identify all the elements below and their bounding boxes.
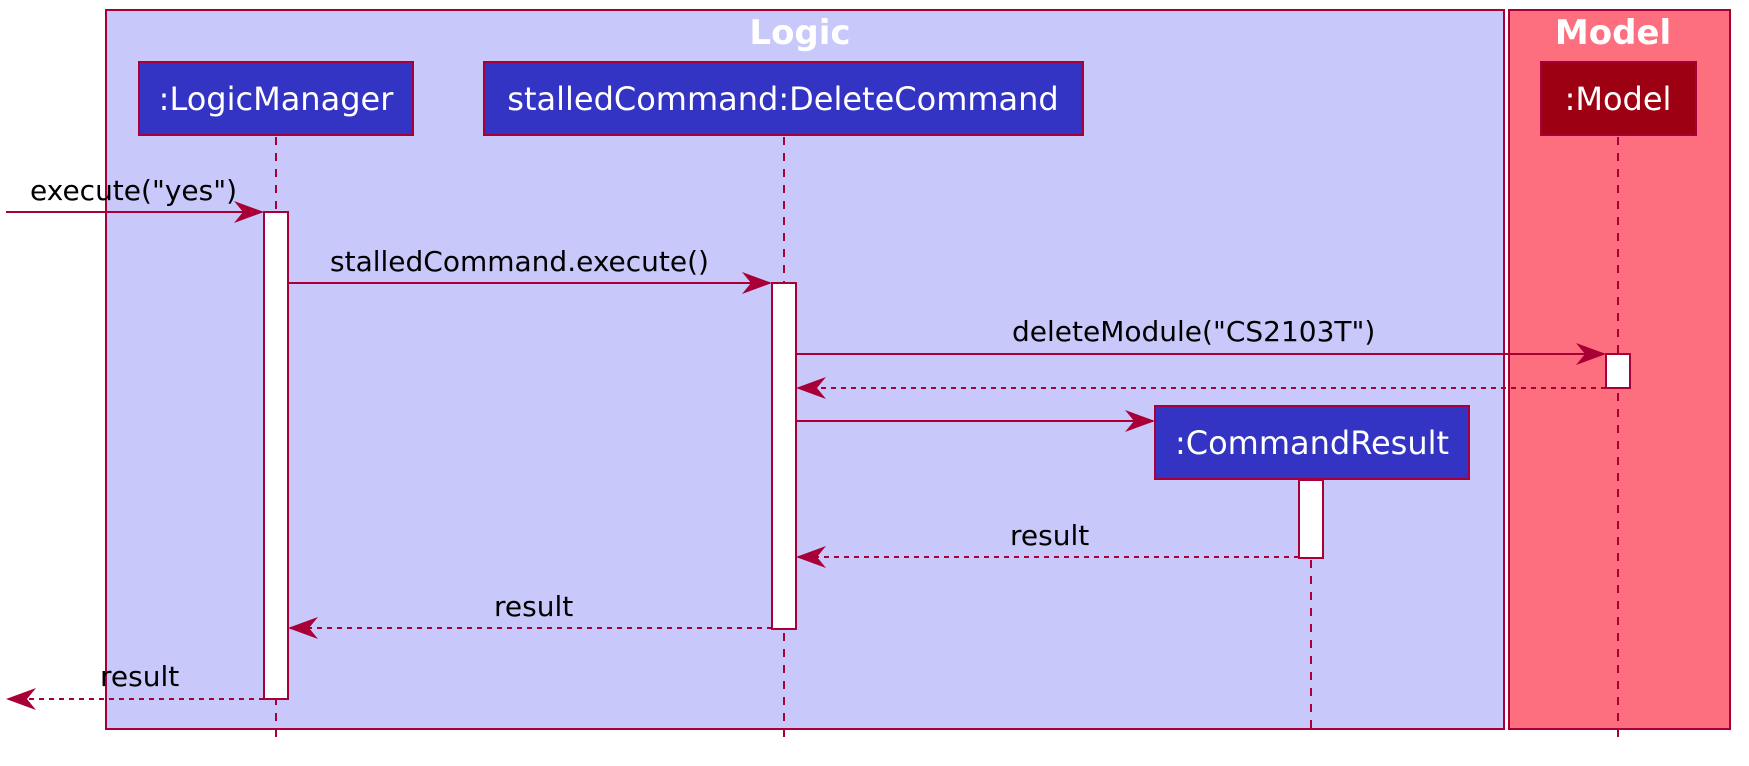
activation-command-result [1298, 479, 1324, 559]
participant-delete-command: stalledCommand:DeleteCommand [483, 61, 1084, 136]
participant-logic-manager: :LogicManager [138, 61, 414, 136]
participant-model: :Model [1540, 61, 1697, 136]
message-command-result-return-label: result [1010, 519, 1089, 552]
activation-delete-command [771, 282, 797, 630]
message-execute-yes: execute("yes") [6, 174, 264, 223]
message-delete-module: deleteModule("CS2103T") [796, 315, 1606, 365]
message-command-result-return: result [796, 519, 1299, 568]
activation-model [1605, 353, 1631, 389]
message-stalled-execute: stalledCommand.execute() [288, 245, 772, 294]
participant-logic-manager-label: :LogicManager [159, 80, 395, 118]
message-logic-manager-return-label: result [100, 660, 179, 693]
message-delete-command-return-label: result [494, 590, 573, 623]
model-box-title: Model [1555, 13, 1671, 53]
participant-command-result: :CommandResult [1154, 405, 1470, 480]
message-logic-manager-return: result [6, 660, 264, 710]
message-delete-command-return: result [288, 590, 772, 639]
message-delete-module-label: deleteModule("CS2103T") [1012, 315, 1375, 348]
message-execute-yes-label: execute("yes") [30, 174, 237, 207]
activation-logic-manager [263, 211, 289, 700]
logic-box-title: Logic [749, 13, 850, 53]
participant-model-label: :Model [1565, 80, 1672, 118]
participant-command-result-label: :CommandResult [1175, 424, 1449, 462]
message-stalled-execute-label: stalledCommand.execute() [330, 245, 709, 278]
participant-delete-command-label: stalledCommand:DeleteCommand [507, 80, 1058, 118]
